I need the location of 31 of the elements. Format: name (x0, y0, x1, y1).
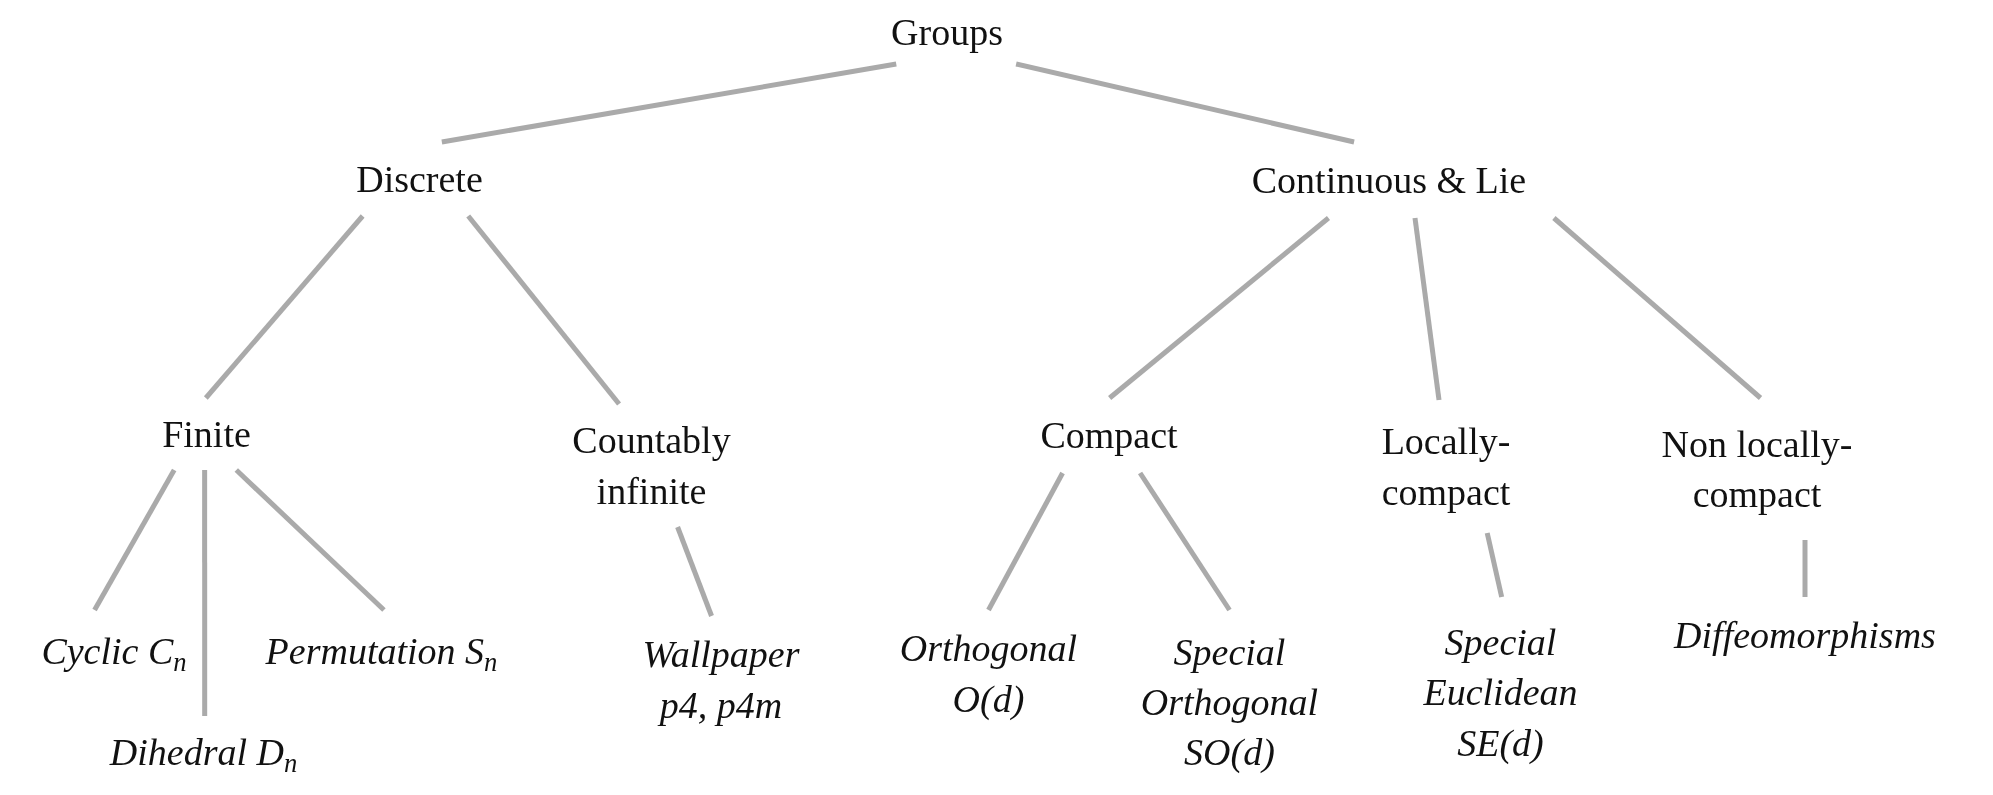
group-example-label: Orthogonal O(d) (898, 626, 1079, 722)
group-example-label: Special Orthogonal SO(d) (1139, 629, 1320, 776)
connector-line (1138, 471, 1232, 612)
category-label: Non locally-compact (1660, 421, 1854, 517)
connector-line (1412, 217, 1442, 401)
group-example-label: Special Euclidean SE(d) (1422, 620, 1579, 766)
connector-line (1108, 216, 1331, 400)
connector-line (92, 468, 177, 612)
group-example-label: Dihedral D$_{n}$ (109, 729, 298, 778)
connector-line (675, 526, 714, 617)
connector-line (234, 468, 386, 612)
connector-line (1015, 61, 1355, 145)
group-example-label: Permutation S$_{n}$ (265, 629, 498, 677)
category-label: Locally-compact (1380, 419, 1512, 515)
category-label: Continuous & Lie (1251, 157, 1527, 203)
group-example-label: Wallpaper p4, p4m (641, 632, 801, 728)
connector-line (466, 214, 622, 406)
connector-line (1802, 540, 1808, 597)
connector-line (1484, 532, 1505, 598)
category-label: Groups (891, 9, 1003, 55)
category-label: Discrete (356, 156, 483, 202)
category-label: Countably infinite (571, 418, 732, 514)
group-example-label: Cyclic C$_{n}$ (41, 629, 187, 677)
connector-line (203, 214, 365, 400)
category-label: Compact (1040, 413, 1178, 459)
group-example-label: Diffeomorphisms (1674, 612, 1936, 658)
connector-line (441, 61, 897, 145)
connector-line (1552, 216, 1763, 400)
category-label: Finite (162, 411, 251, 457)
connector-line (986, 471, 1065, 612)
connector-line (202, 470, 208, 716)
